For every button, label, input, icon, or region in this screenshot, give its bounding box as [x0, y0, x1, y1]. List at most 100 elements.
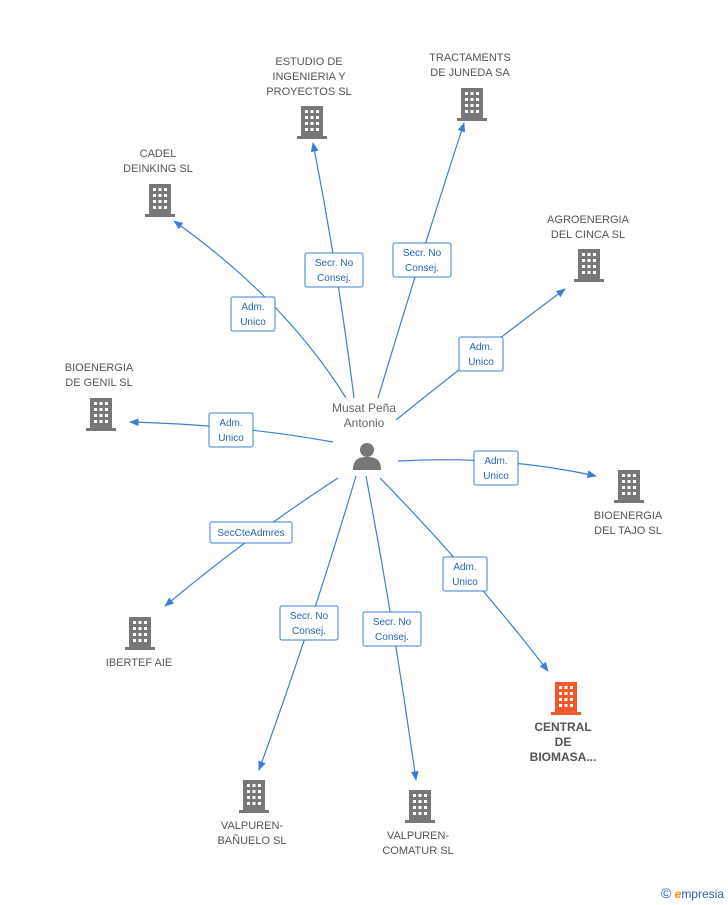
relation-text-line: Unico: [240, 317, 266, 328]
company-node-banuelo[interactable]: VALPUREN- BAÑUELO SL: [217, 780, 287, 847]
relation-box: [458, 336, 504, 372]
center-label-line-1: Musat Peña: [332, 401, 396, 415]
company-node-tajo[interactable]: BIOENERGIA DEL TAJO SL: [594, 470, 663, 537]
relation-box: [304, 252, 364, 288]
building-icon: [86, 398, 116, 431]
relation-text-line: Secr. No: [403, 248, 442, 259]
company-label-line: BIOENERGIA: [65, 362, 134, 374]
company-node-genil[interactable]: BIOENERGIA DE GENIL SL: [65, 362, 134, 431]
brand-initial: e: [674, 887, 682, 901]
company-label-line: DEINKING SL: [123, 163, 193, 175]
relation-badge-tajo[interactable]: Adm. Unico: [473, 450, 519, 486]
company-node-cadel[interactable]: CADEL DEINKING SL: [123, 148, 193, 217]
edge-estudio: Secr. No Consej.: [304, 142, 364, 399]
relation-badge-tractaments[interactable]: Secr. No Consej.: [392, 242, 452, 278]
company-label-line: DEL TAJO SL: [594, 525, 662, 537]
company-label-line: AGROENERGIA: [547, 214, 630, 226]
building-icon: [574, 249, 604, 282]
company-node-comatur[interactable]: VALPUREN- COMATUR SL: [382, 790, 454, 857]
relation-text-line: Unico: [218, 433, 244, 444]
relation-box: [442, 556, 488, 592]
company-node-ibertef[interactable]: IBERTEF AIE: [106, 617, 172, 669]
relation-text-line: Unico: [452, 577, 478, 588]
company-label-line: CENTRAL: [534, 720, 591, 734]
company-label-line: DE: [555, 735, 572, 749]
brand-footer[interactable]: © empresia: [661, 885, 724, 901]
building-icon: [614, 470, 644, 503]
company-label-line: VALPUREN-: [221, 820, 283, 832]
relation-text-line: Secr. No: [290, 611, 329, 622]
edge-genil: Adm. Unico: [129, 412, 334, 448]
relation-box: [208, 412, 254, 448]
building-icon: [297, 106, 327, 139]
company-node-tractaments[interactable]: TRACTAMENTS DE JUNEDA SA: [429, 52, 511, 121]
relation-badge-central[interactable]: Adm. Unico: [442, 556, 488, 592]
building-icon: [239, 780, 269, 813]
relation-badge-banuelo[interactable]: Secr. No Consej.: [279, 605, 339, 641]
relation-text-line: Secr. No: [315, 258, 354, 269]
company-label-line: DEL CINCA SL: [551, 229, 625, 241]
relation-box: [209, 521, 293, 544]
brand-name: mpresia: [681, 887, 724, 901]
relation-text-line: Adm.: [469, 342, 492, 353]
nodes-layer: ESTUDIO DE INGENIERIA Y PROYECTOS SL TRACTA…: [65, 52, 663, 857]
edge-banuelo: Secr. No Consej.: [258, 475, 357, 771]
relation-text-line: Adm.: [484, 456, 507, 467]
company-label-line: INGENIERIA Y: [272, 71, 346, 83]
relation-text-line: Adm.: [453, 562, 476, 573]
edge-comatur: Secr. No Consej.: [362, 475, 422, 781]
relation-badge-estudio[interactable]: Secr. No Consej.: [304, 252, 364, 288]
building-icon: [405, 790, 435, 823]
relation-badge-cadel[interactable]: Adm. Unico: [230, 296, 276, 332]
company-label-line: VALPUREN-: [387, 830, 449, 842]
company-label-line: DE GENIL SL: [65, 377, 132, 389]
relation-text-line: Unico: [483, 471, 509, 482]
company-label-line: PROYECTOS SL: [266, 86, 351, 98]
relation-text-line: SecCteAdmres: [217, 528, 284, 539]
company-node-estudio[interactable]: ESTUDIO DE INGENIERIA Y PROYECTOS SL: [266, 56, 352, 139]
relation-badge-comatur[interactable]: Secr. No Consej.: [362, 611, 422, 647]
relation-box: [230, 296, 276, 332]
edge-cadel: Adm. Unico: [173, 220, 347, 399]
relation-box: [362, 611, 422, 647]
relation-text-line: Consej.: [405, 263, 439, 274]
relation-text-line: Consej.: [317, 273, 351, 284]
copyright-icon: ©: [660, 885, 672, 901]
building-icon: [125, 617, 155, 650]
relation-text-line: Adm.: [219, 418, 242, 429]
edge-agroenergia: Adm. Unico: [395, 288, 566, 421]
company-node-agroenergia[interactable]: AGROENERGIA DEL CINCA SL: [547, 214, 630, 282]
company-label-line: DE JUNEDA SA: [430, 67, 510, 79]
company-node-central[interactable]: CENTRALDEBIOMASA...: [530, 682, 597, 764]
relation-badge-genil[interactable]: Adm. Unico: [208, 412, 254, 448]
company-label-line: COMATUR SL: [382, 845, 453, 857]
company-label-line: TRACTAMENTS: [429, 52, 511, 64]
relation-text-line: Unico: [468, 357, 494, 368]
relation-box: [279, 605, 339, 641]
edge-ibertef: SecCteAdmres: [164, 477, 339, 607]
building-icon: [457, 88, 487, 121]
relation-badge-agroenergia[interactable]: Adm. Unico: [458, 336, 504, 372]
edge-tractaments: Secr. No Consej.: [377, 122, 465, 399]
company-label-line: ESTUDIO DE: [275, 56, 342, 68]
company-label-line: CADEL: [140, 148, 177, 160]
building-icon: [551, 682, 581, 715]
edge-central: Adm. Unico: [379, 477, 549, 672]
relation-box: [473, 450, 519, 486]
relation-text-line: Adm.: [241, 302, 264, 313]
relation-box: [392, 242, 452, 278]
center-person-node[interactable]: Musat Peña Antonio: [332, 401, 396, 470]
person-icon: [353, 443, 381, 470]
company-label-line: BIOENERGIA: [594, 510, 663, 522]
relation-text-line: Consej.: [375, 632, 409, 643]
relation-badge-ibertef[interactable]: SecCteAdmres: [209, 521, 293, 544]
relation-text-line: Secr. No: [373, 617, 412, 628]
building-icon: [145, 184, 175, 217]
center-label-line-2: Antonio: [344, 416, 385, 430]
company-label-line: IBERTEF AIE: [106, 657, 172, 669]
company-label-line: BAÑUELO SL: [217, 834, 286, 847]
edge-tajo: Adm. Unico: [397, 450, 597, 486]
relation-text-line: Consej.: [292, 626, 326, 637]
